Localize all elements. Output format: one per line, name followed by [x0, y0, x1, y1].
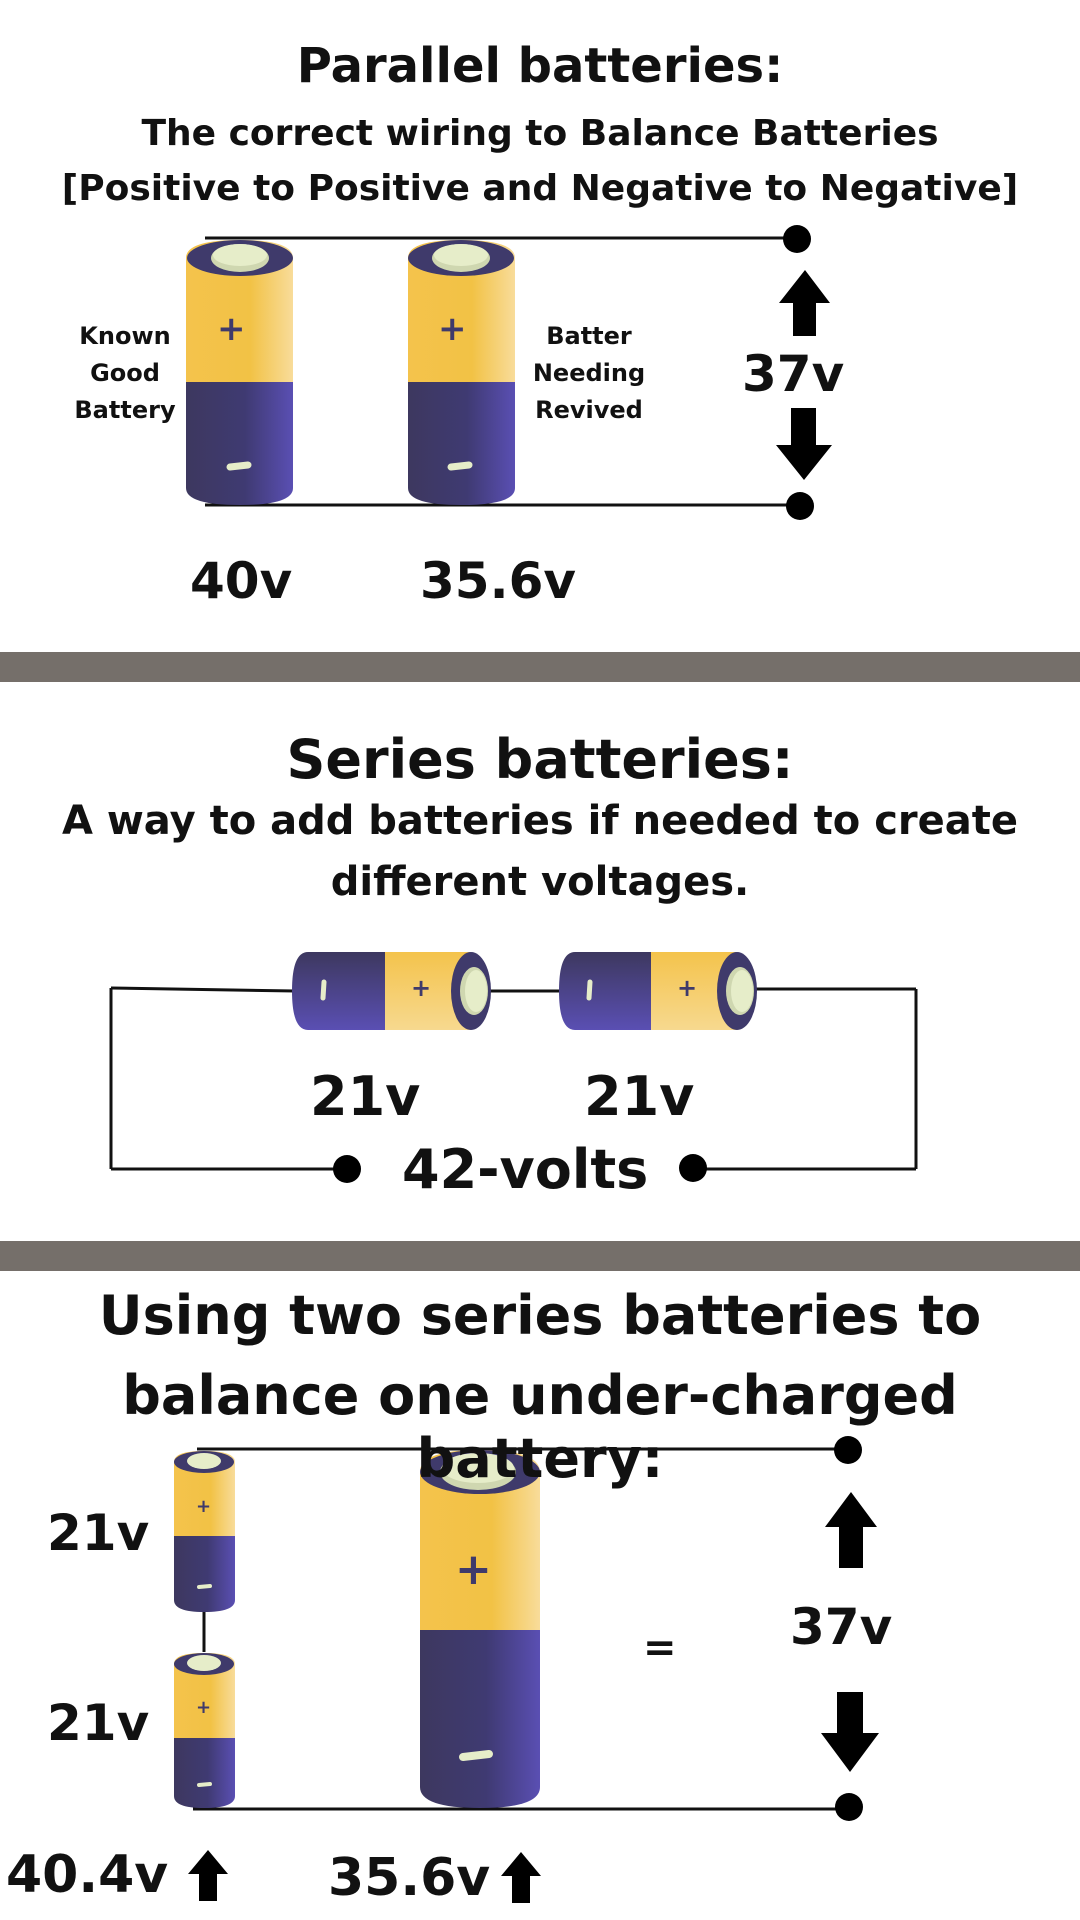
parallel-left-label: Known Good Battery [68, 318, 182, 429]
parallel-battery-known-good [186, 240, 293, 505]
combo-big-plus: + [455, 1544, 492, 1595]
combo-series-total-voltage: 40.4v [6, 1845, 169, 1905]
series-right-terminal [679, 1154, 707, 1182]
parallel-battery2-plus: + [438, 309, 467, 349]
parallel-down-arrow-icon [776, 408, 832, 480]
series-subtitle-line2: different voltages. [330, 859, 750, 905]
combo-result-voltage: 37v [790, 1598, 893, 1656]
series-battery1-voltage: 21v [310, 1065, 421, 1128]
combo-title-line1: Using two series batteries to [98, 1284, 982, 1347]
parallel-subtitle-line1: The correct wiring to Balance Batteries [141, 113, 939, 154]
series-battery-2 [559, 952, 757, 1030]
parallel-subtitle-line2: [Positive to Positive and Negative to Ne… [61, 168, 1019, 209]
combo-wiring [193, 1447, 850, 1811]
series-total-voltage: 42-volts [402, 1138, 649, 1201]
combo-equals-sign: = [643, 1625, 677, 1671]
series-battery-1 [292, 952, 491, 1030]
parallel-battery2-voltage: 35.6v [420, 552, 576, 610]
parallel-bottom-terminal [786, 492, 814, 520]
section-divider-1 [0, 652, 1080, 682]
combo-big-battery-voltage: 35.6v [328, 1848, 491, 1908]
combo-big-battery [420, 1450, 540, 1808]
right-label-line: Revived [535, 396, 643, 424]
combo-small-battery-top [174, 1451, 235, 1612]
parallel-battery-needing-revived [408, 240, 515, 505]
right-label-line: Needing [532, 359, 646, 387]
parallel-title: Parallel batteries: [296, 38, 784, 94]
combo-big-voltage-up-arrow-icon [501, 1852, 541, 1903]
combo-up-arrow-icon [825, 1492, 877, 1568]
series-left-terminal [333, 1155, 361, 1183]
series-title: Series batteries: [286, 728, 794, 791]
parallel-battery1-voltage: 40v [190, 552, 293, 610]
combo-bottom-terminal [835, 1793, 863, 1821]
parallel-up-arrow-icon [779, 270, 830, 336]
series-subtitle-line1: A way to add batteries if needed to crea… [61, 798, 1019, 844]
left-label-line: Good [90, 359, 160, 387]
left-label-line: Known [79, 322, 171, 350]
combo-top-terminal [834, 1436, 862, 1464]
parallel-top-terminal [783, 225, 811, 253]
series-battery2-plus: + [677, 974, 698, 1002]
left-label-line: Battery [74, 396, 176, 424]
right-label-line: Batter [546, 322, 632, 350]
combo-small-battery-bottom [174, 1653, 235, 1808]
combo-series-total-up-arrow-icon [188, 1850, 228, 1901]
combo-top-small-voltage: 21v [47, 1504, 150, 1562]
section-divider-2 [0, 1241, 1080, 1271]
series-battery1-plus: + [411, 974, 432, 1002]
parallel-wiring [205, 236, 800, 507]
combo-small-bottom-plus: + [196, 1697, 212, 1718]
series-wiring [109, 986, 918, 1171]
combo-bottom-small-voltage: 21v [47, 1694, 150, 1752]
parallel-right-label: Batter Needing Revived [525, 318, 653, 429]
combo-title-line2: balance one under-charged battery: [122, 1364, 958, 1490]
combo-down-arrow-icon [821, 1692, 879, 1772]
parallel-result-voltage: 37v [742, 345, 845, 403]
series-battery2-voltage: 21v [584, 1065, 695, 1128]
combo-small-top-plus: + [196, 1496, 212, 1517]
parallel-battery1-plus: + [217, 309, 246, 349]
